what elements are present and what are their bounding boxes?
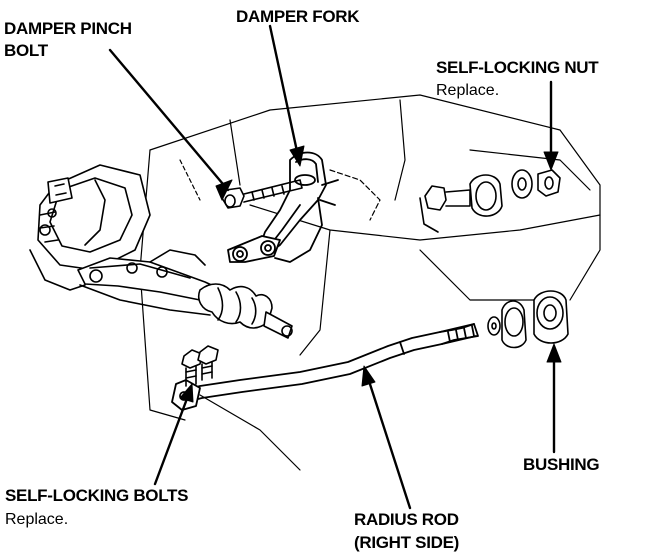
radius-rod	[171, 323, 479, 411]
knuckle-assembly	[29, 164, 151, 291]
self-locking-nut-note: Replace.	[436, 82, 500, 99]
damper-fork	[227, 151, 339, 263]
bushing-label: BUSHING	[523, 455, 600, 474]
radius-rod-label-line1: RADIUS ROD	[354, 510, 459, 529]
upper-radius-rod-mount	[419, 169, 561, 233]
drive-shaft-boot	[197, 283, 293, 339]
self-locking-bolts-note: Replace.	[5, 511, 69, 528]
subframe-outline	[139, 94, 601, 471]
leader-arrows	[108, 24, 562, 510]
self-locking-bolts	[181, 345, 219, 387]
damper-pinch-bolt-label-line1: DAMPER PINCH	[4, 19, 132, 38]
damper-fork-label: DAMPER FORK	[236, 7, 360, 26]
lower-bushing-stack	[487, 290, 569, 349]
radius-rod-label-line2: (RIGHT SIDE)	[354, 533, 460, 552]
damper-pinch-bolt-label-line2: BOLT	[4, 41, 48, 60]
self-locking-bolts-label: SELF-LOCKING BOLTS	[5, 486, 189, 505]
self-locking-nut-label: SELF-LOCKING NUT	[436, 58, 599, 77]
